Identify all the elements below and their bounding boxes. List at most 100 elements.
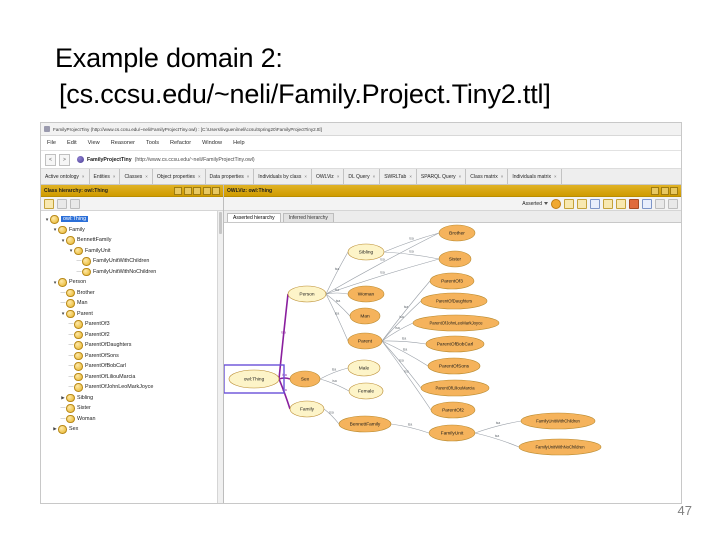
chevron-right-icon[interactable]: ▶ (61, 394, 65, 400)
graph-node-family[interactable]: Family (289, 400, 325, 418)
close-icon[interactable]: × (409, 174, 412, 179)
tree-item-familyunit[interactable]: ▼FamilyUnit (44, 246, 221, 257)
tab-active-ontology[interactable]: Active ontology× (41, 169, 90, 184)
tab-individuals-by-class[interactable]: Individuals by class× (254, 169, 312, 184)
graph-node-parentofsons[interactable]: ParentOfSons (427, 357, 481, 375)
menu-item-refactor[interactable]: Refactor (170, 140, 192, 146)
chevron-right-icon[interactable]: ▶ (53, 426, 57, 432)
close-icon[interactable]: × (81, 174, 85, 179)
tree-item-bennettfamily[interactable]: ▼BennettFamily (44, 235, 221, 246)
chevron-down-icon[interactable]: ▼ (60, 237, 66, 243)
tree-layout-icon[interactable] (616, 198, 626, 209)
asserted-dropdown[interactable]: Asserted (522, 201, 548, 207)
delete-class-icon[interactable] (70, 198, 80, 209)
menu-item-window[interactable]: Window (202, 140, 223, 146)
radial-layout-icon[interactable] (603, 198, 613, 209)
graph-node-brother[interactable]: Brother (438, 224, 476, 242)
close-icon[interactable]: × (553, 174, 557, 179)
graph-node-sex[interactable]: Sex (289, 370, 321, 388)
graph-node-familyunitwithchildren[interactable]: FamilyUnitWithChildren (520, 412, 596, 430)
graph-node-sister[interactable]: Sister (438, 250, 472, 268)
graph-node-parentof2[interactable]: ParentOf2 (430, 401, 476, 419)
tab-individuals-matrix[interactable]: Individuals matrix× (508, 169, 562, 184)
menu-item-view[interactable]: View (87, 140, 100, 146)
graph-node-parentoflilioumarcia[interactable]: ParentOfLiliouMarcia (420, 379, 490, 397)
menu-item-edit[interactable]: Edit (67, 140, 77, 146)
tree-scrollbar[interactable] (217, 211, 223, 503)
tab-classes[interactable]: Classes× (120, 169, 153, 184)
graph-node-familyunitwithnochildren[interactable]: FamilyUnitWithNoChildren (518, 438, 602, 456)
tree-item-brother[interactable]: —Brother (44, 288, 221, 299)
tab-entities[interactable]: Entities× (90, 169, 121, 184)
show-class-icon[interactable] (551, 198, 561, 209)
tree-item-parentoflilioumarcia[interactable]: —ParentOfLiliouMarcia (44, 372, 221, 383)
tab-dl-query[interactable]: DL Query× (344, 169, 381, 184)
owlviz-pin-icon[interactable] (651, 186, 659, 195)
tree-item-owl-thing[interactable]: ▼owl:Thing (44, 214, 221, 225)
graph-node-owl-thing[interactable]: owl:Thing (224, 364, 285, 394)
panel-close-icon[interactable] (212, 186, 220, 195)
tree-item-parentofbobcarl[interactable]: —ParentOfBobCarl (44, 361, 221, 372)
close-icon[interactable]: × (112, 174, 116, 179)
close-icon[interactable]: × (304, 174, 307, 179)
tab-swrltab[interactable]: SWRLTab× (380, 169, 417, 184)
chevron-down-icon[interactable]: ▼ (52, 227, 58, 233)
tree-item-person[interactable]: ▼Person (44, 277, 221, 288)
tree-item-sex[interactable]: ▶Sex (44, 424, 221, 435)
close-icon[interactable]: × (500, 174, 504, 179)
tree-item-sister[interactable]: —Sister (44, 403, 221, 414)
zoom-in-icon[interactable] (655, 198, 665, 209)
subtab-asserted-hierarchy[interactable]: Asserted hierarchy (227, 213, 281, 222)
stop-layout-icon[interactable] (629, 198, 639, 209)
tree-item-parentofjohnleomarkjoyce[interactable]: —ParentOfJohnLeoMarkJoyce (44, 382, 221, 393)
panel-maximize-icon[interactable] (202, 186, 211, 195)
panel-info-icon[interactable] (183, 186, 192, 195)
graph-node-male[interactable]: Male (347, 359, 381, 377)
close-icon[interactable]: × (372, 174, 376, 179)
menu-item-reasoner[interactable]: Reasoner (110, 140, 135, 146)
menu-item-file[interactable]: File (47, 140, 57, 146)
tree-item-parentof2[interactable]: —ParentOf2 (44, 330, 221, 341)
panel-minimize-icon[interactable] (193, 186, 201, 195)
tree-item-man[interactable]: —Man (44, 298, 221, 309)
chevron-down-icon[interactable]: ▼ (52, 279, 58, 285)
tree-item-woman[interactable]: —Woman (44, 414, 221, 425)
graph-node-woman[interactable]: Woman (347, 285, 385, 303)
add-sibling-class-icon[interactable] (57, 198, 67, 209)
menu-item-help[interactable]: Help (233, 140, 245, 146)
graph-node-bennettfamily[interactable]: BennettFamily (338, 415, 392, 433)
tree-item-sibling[interactable]: ▶Sibling (44, 393, 221, 404)
tab-data-properties[interactable]: Data properties× (206, 169, 255, 184)
graph-node-parentofjohnleomarkjoyce[interactable]: ParentOfJohnLeoMarkJoyce (412, 314, 500, 332)
close-icon[interactable]: × (197, 174, 201, 179)
graph-node-sibling[interactable]: Sibling (347, 243, 385, 261)
tab-sparql-query[interactable]: SPARQL Query× (417, 169, 467, 184)
close-icon[interactable]: × (336, 174, 340, 179)
add-subclass-icon[interactable] (44, 198, 54, 209)
tree-item-parentofsons[interactable]: —ParentOfSons (44, 351, 221, 362)
forward-button[interactable]: > (59, 153, 70, 166)
graph-node-person[interactable]: Person (287, 285, 327, 303)
tree-item-parentof3[interactable]: —ParentOf3 (44, 319, 221, 330)
graph-node-female[interactable]: Female (348, 382, 384, 400)
class-hierarchy-tree[interactable]: ▼owl:Thing▼Family▼BennettFamily▼FamilyUn… (41, 211, 223, 503)
tab-class-matrix[interactable]: Class matrix× (466, 169, 509, 184)
back-button[interactable]: < (45, 153, 56, 166)
graph-node-parentof3[interactable]: ParentOf3 (429, 272, 475, 290)
subtab-inferred-hierarchy[interactable]: Inferred hierarchy (282, 213, 334, 222)
zoom-out-icon[interactable] (668, 198, 678, 209)
owlviz-maximize-icon[interactable] (670, 186, 678, 195)
chevron-down-icon[interactable]: ▼ (44, 216, 50, 222)
show-subclasses-icon[interactable] (564, 198, 574, 209)
tab-object-properties[interactable]: Object properties× (153, 169, 206, 184)
export-image-icon[interactable] (642, 198, 652, 209)
show-superclasses-icon[interactable] (577, 198, 587, 209)
tab-owlviz[interactable]: OWLViz× (312, 169, 345, 184)
graph-node-parentofbobcarl[interactable]: ParentOfBobCarl (425, 335, 485, 353)
tree-item-parent[interactable]: ▼Parent (44, 309, 221, 320)
chevron-down-icon[interactable]: ▼ (60, 311, 66, 317)
tree-item-family[interactable]: ▼Family (44, 225, 221, 236)
owlviz-minimize-icon[interactable] (660, 186, 669, 195)
tree-item-familyunitwithnochildren[interactable]: —FamilyUnitWithNoChildren (44, 267, 221, 278)
